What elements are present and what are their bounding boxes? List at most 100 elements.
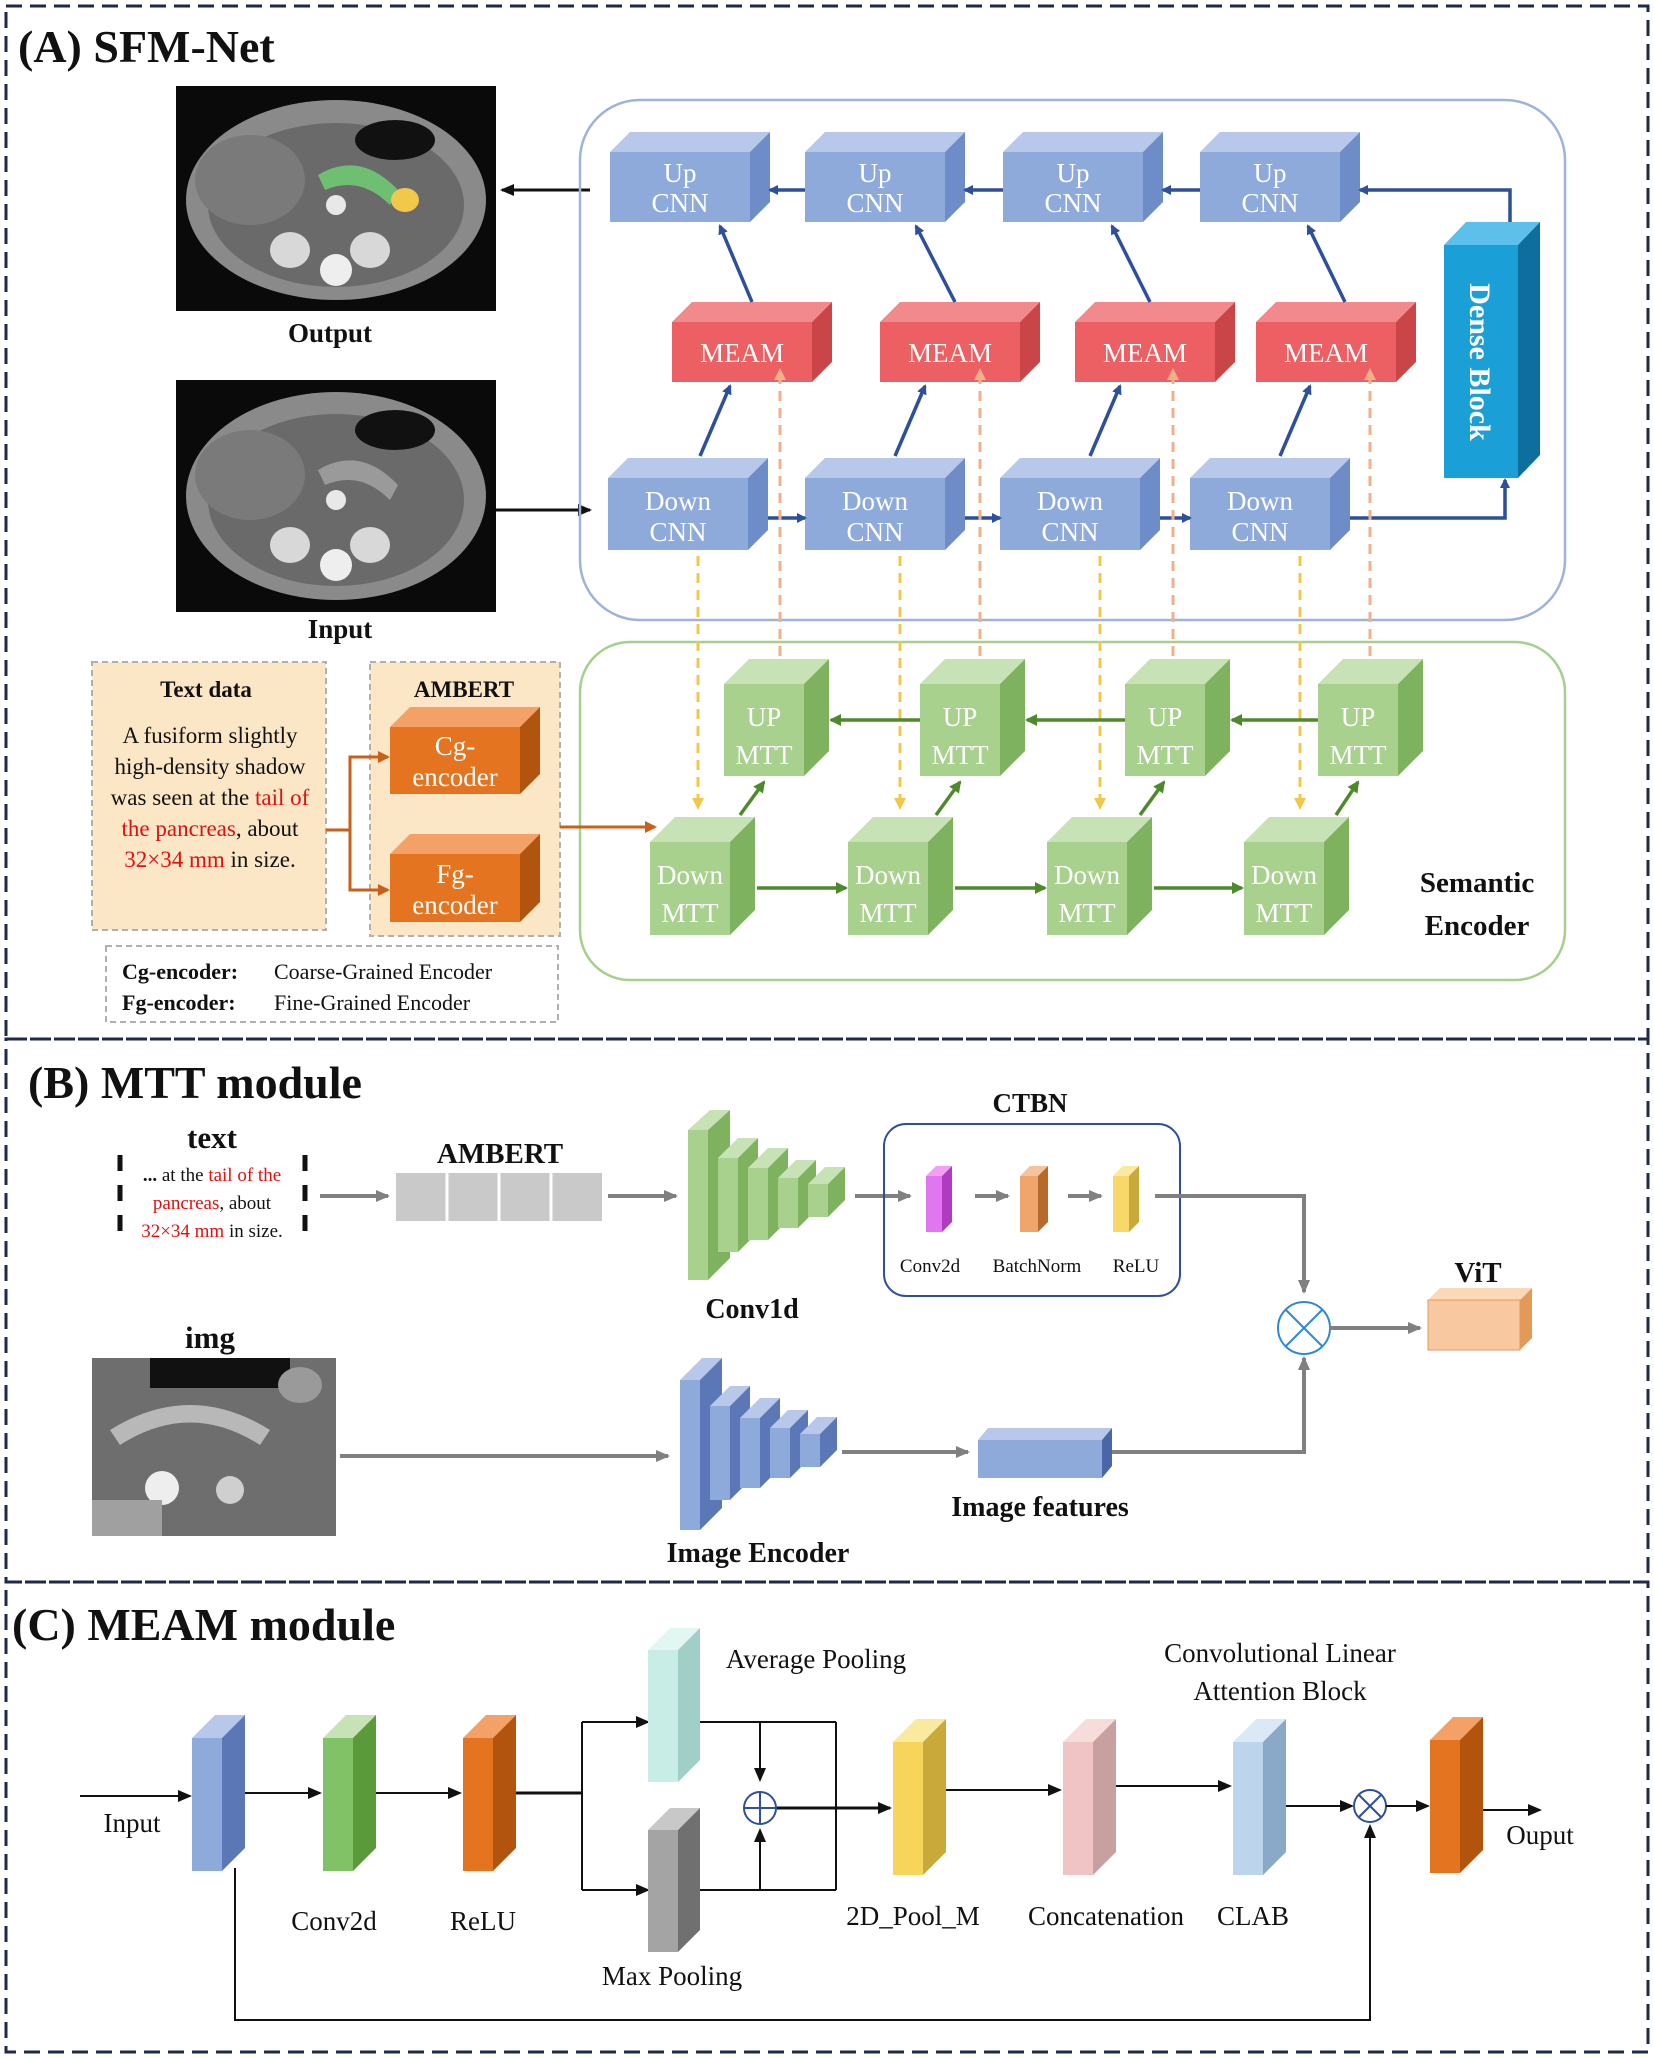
down-mtt-2-line2: MTT	[860, 898, 918, 928]
down-cnn-4: Down CNN	[1190, 458, 1350, 550]
down-cnn-1-line2: CNN	[649, 517, 706, 547]
panel-c-border	[4, 1580, 1650, 2054]
meam-input-label: Input	[104, 1808, 161, 1838]
meam-1: MEAM	[672, 302, 832, 382]
conv1d-label: Conv1d	[705, 1294, 799, 1325]
legend-fg-val: Fine-Grained Encoder	[274, 990, 471, 1015]
down-cnn-2-line2: CNN	[846, 517, 903, 547]
legend-cg-key: Cg-encoder:	[122, 959, 238, 984]
down-mtt-4: Down MTT	[1244, 817, 1349, 935]
up-cnn-1-line2: CNN	[651, 188, 708, 218]
up-mtt-1-line2: MTT	[736, 740, 794, 770]
max-pool-label: Max Pooling	[602, 1961, 742, 1991]
max-pool-block	[648, 1808, 700, 1952]
snippet-line2-b: , about	[219, 1193, 271, 1214]
dense-block-label: Dense Block	[1463, 283, 1496, 441]
meam-relu-label: ReLU	[450, 1906, 516, 1936]
up-cnn-4-line2: CNN	[1241, 188, 1298, 218]
avg-pool-label: Average Pooling	[726, 1644, 906, 1674]
meam-3-label: MEAM	[1103, 338, 1187, 368]
pool-merge-lines	[700, 1721, 892, 1891]
meam-skip-connection	[234, 1824, 1376, 2021]
semantic-encoder-line2: Encoder	[1425, 910, 1530, 942]
ctbn-label: CTBN	[992, 1088, 1068, 1118]
dmtt2-to-umtt2	[934, 780, 962, 817]
up-cnn-4-line1: Up	[1254, 158, 1287, 188]
cg-encoder-line1: Cg-	[435, 731, 476, 761]
ctbn-batchnorm-label: BatchNorm	[993, 1256, 1082, 1277]
text-data-line5-a: 32×34 mm	[124, 847, 225, 872]
mtt-text-snippet: ... at the tail of the pancreas, about 3…	[117, 1155, 308, 1245]
down-cnn-2-line1: Down	[842, 486, 908, 516]
meam-4-label: MEAM	[1284, 338, 1368, 368]
dmtt3-to-umtt3	[1138, 780, 1166, 817]
image-encoder-label: Image Encoder	[667, 1538, 850, 1569]
up-mtt-4: UP MTT	[1318, 659, 1423, 776]
fg-encoder-block: Fg- encoder	[390, 834, 540, 922]
multiply-operator-icon	[1277, 1301, 1331, 1355]
down2-to-meam2	[893, 384, 927, 457]
ctbn-relu-block	[1113, 1166, 1139, 1232]
semantic-encoder-line1: Semantic	[1420, 867, 1535, 899]
text-data-line4-b: , about	[236, 816, 299, 841]
up-mtt-2-line2: MTT	[932, 740, 990, 770]
meam-input-block	[192, 1715, 245, 1871]
meam-output-label: Ouput	[1506, 1820, 1574, 1850]
down-cnn-3: Down CNN	[1000, 458, 1160, 550]
down-cnn-1: Down CNN	[608, 458, 768, 550]
meam-output-block	[1430, 1717, 1483, 1873]
text-data-line4: the pancreas, about	[122, 816, 300, 841]
clab-block	[1233, 1719, 1286, 1875]
snippet-line3-b: in size.	[224, 1221, 283, 1242]
vit-label: ViT	[1454, 1257, 1501, 1289]
dense-to-up-arrow	[1358, 185, 1512, 230]
down-mtt-1: Down MTT	[650, 817, 755, 935]
fg-encoder-line1: Fg-	[436, 859, 474, 889]
ambert-tokens	[394, 1171, 604, 1223]
img-crop	[92, 1358, 336, 1536]
down-mtt-1-line2: MTT	[662, 898, 720, 928]
snippet-line3-a: 32×34 mm	[141, 1221, 224, 1242]
down-mtt-2-line1: Down	[855, 860, 921, 890]
down-mtt-2: Down MTT	[848, 817, 953, 935]
ctbn-container	[883, 1123, 1181, 1297]
up-mtt-1: UP MTT	[724, 659, 829, 776]
snippet-line1-a: ...	[143, 1165, 162, 1186]
vit-block	[1427, 1288, 1532, 1351]
meam-2: MEAM	[880, 302, 1040, 382]
meam-multiply-icon	[1353, 1789, 1387, 1823]
meam-conv2d-block	[323, 1715, 376, 1871]
up-mtt-2: UP MTT	[920, 659, 1025, 776]
down1-to-meam1	[698, 384, 732, 457]
up-mtt-4-line1: UP	[1341, 702, 1376, 732]
up-cnn-2: Up CNN	[805, 132, 965, 222]
meam-conv2d-label: Conv2d	[291, 1906, 377, 1936]
input-ct-image	[176, 380, 496, 612]
legend-cg-val: Coarse-Grained Encoder	[274, 959, 493, 984]
down-mtt-4-line2: MTT	[1256, 898, 1314, 928]
down-to-dense-arrow	[1350, 478, 1510, 520]
snippet-line1: ... at the tail of the	[143, 1165, 281, 1186]
up-cnn-2-line2: CNN	[846, 188, 903, 218]
image-encoder-block	[680, 1358, 837, 1530]
cg-encoder-block: Cg- encoder	[390, 707, 540, 794]
ctbn-relu-label: ReLU	[1113, 1256, 1160, 1277]
pool-m-label: 2D_Pool_M	[846, 1901, 980, 1931]
meam2-to-up2	[914, 224, 957, 303]
concat-block	[1063, 1719, 1116, 1875]
meam-relu-block	[463, 1715, 516, 1871]
img-label: img	[185, 1320, 235, 1355]
up-cnn-1-line1: Up	[664, 158, 697, 188]
cg-encoder-line2: encoder	[412, 762, 497, 792]
dmtt4-to-umtt4	[1334, 780, 1360, 816]
panel-c-title: (C) MEAM module	[12, 1599, 395, 1650]
panel-b-title: (B) MTT module	[28, 1057, 362, 1108]
up-mtt-1-line1: UP	[747, 702, 782, 732]
skip-connectors	[692, 368, 1376, 810]
mtt-text-label: text	[187, 1120, 238, 1155]
down-cnn-3-line2: CNN	[1041, 517, 1098, 547]
features-to-multiply-arrow	[1112, 1356, 1310, 1454]
snippet-line2: pancreas, about	[153, 1193, 272, 1214]
down-cnn-2: Down CNN	[805, 458, 965, 550]
